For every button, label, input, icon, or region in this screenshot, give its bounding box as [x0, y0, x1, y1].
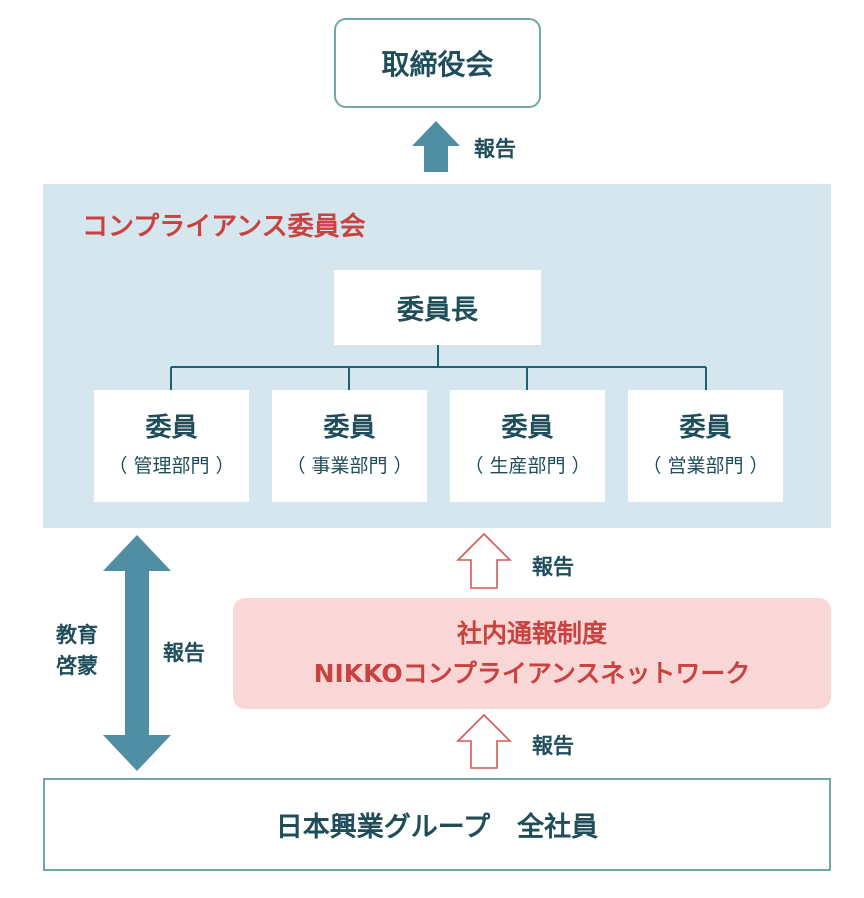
member-title: 委員 — [145, 413, 198, 443]
member-box-business: 委員 （ 事業部門 ） — [272, 390, 427, 502]
committee-title: コンプライアンス委員会 — [82, 212, 366, 242]
member-dept: （ 営業部門 ） — [642, 455, 769, 477]
education-label: 教育啓蒙 — [56, 623, 98, 678]
board-of-directors-box: 取締役会 — [334, 18, 541, 108]
report-to-hotline-label: 報告 — [532, 734, 574, 758]
member-title: 委員 — [679, 413, 732, 443]
hotline-network-name: NIKKOコンプライアンスネットワーク — [313, 658, 751, 688]
member-dept: （ 生産部門 ） — [464, 455, 591, 477]
org-tree-lines — [170, 345, 707, 390]
employees-label: 日本興業グループ 全社員 — [275, 812, 599, 843]
report-to-committee-arrow — [456, 532, 512, 589]
education-report-double-arrow — [103, 535, 171, 771]
member-box-production: 委員 （ 生産部門 ） — [450, 390, 605, 502]
chair-label: 委員長 — [397, 295, 478, 326]
report-to-hotline-arrow — [456, 713, 512, 769]
member-title: 委員 — [323, 413, 376, 443]
member-box-admin: 委員 （ 管理部門 ） — [94, 390, 249, 502]
report-left-label: 報告 — [163, 641, 205, 665]
member-box-sales: 委員 （ 営業部門 ） — [628, 390, 783, 502]
member-dept: （ 事業部門 ） — [286, 455, 413, 477]
hotline-title: 社内通報制度 — [456, 618, 607, 648]
report-to-committee-label: 報告 — [532, 555, 574, 579]
board-label: 取締役会 — [381, 48, 494, 81]
member-dept: （ 管理部門 ） — [108, 455, 235, 477]
committee-chair-box: 委員長 — [334, 270, 541, 345]
whistleblower-hotline-box: 社内通報制度 NIKKOコンプライアンスネットワーク — [233, 598, 831, 709]
all-employees-box: 日本興業グループ 全社員 — [43, 778, 831, 871]
report-to-board-arrow — [412, 121, 460, 172]
report-to-board-label: 報告 — [474, 137, 516, 161]
member-title: 委員 — [501, 413, 554, 443]
